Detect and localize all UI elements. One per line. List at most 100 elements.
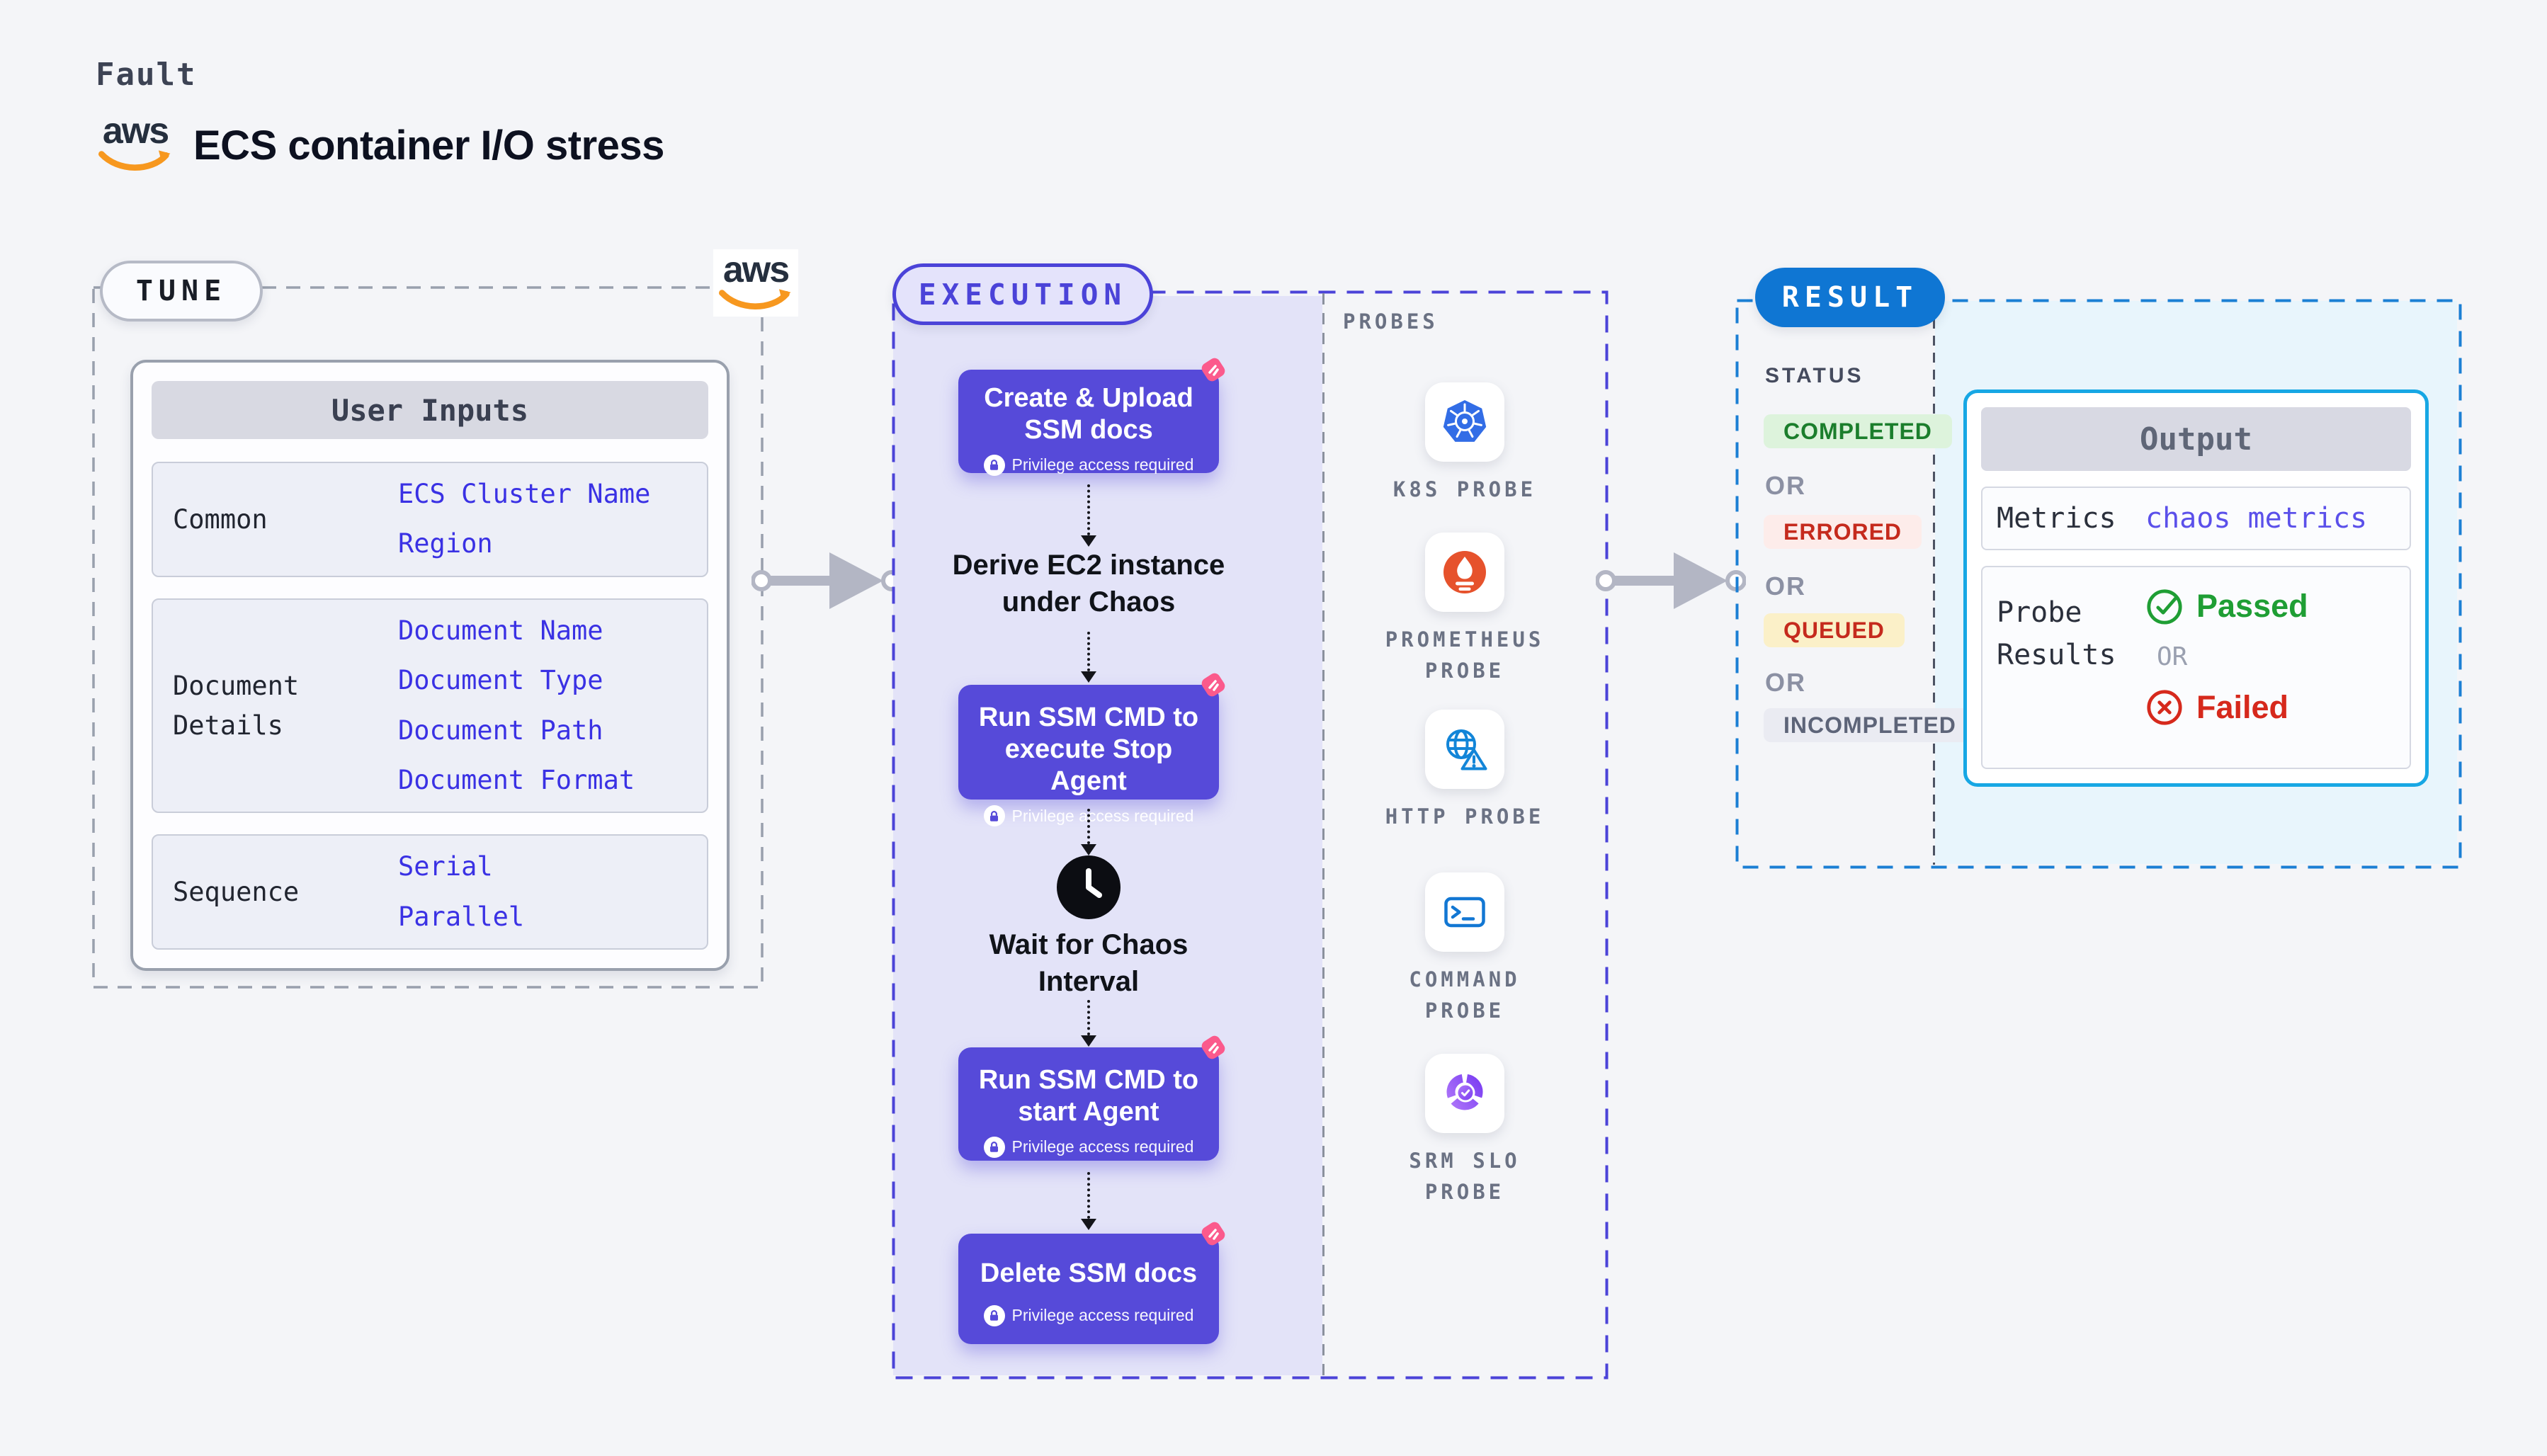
lock-icon [983,1304,1005,1326]
flow-arrow-down [1081,484,1096,547]
row-value: Region [398,528,493,559]
execution-to-result-arrow [1596,552,1746,609]
output-header: Output [1981,407,2411,471]
page-title: ECS container I/O stress [193,123,664,169]
flow-arrow-down [1081,809,1096,855]
flow-arrow-down [1081,1000,1096,1047]
prometheus-icon [1425,533,1504,612]
check-circle-icon [2147,589,2182,625]
probe-label: COMMAND PROBE [1409,967,1521,1023]
privilege-badge: Privilege access required [958,1304,1219,1326]
chaos-step-icon [1201,673,1225,697]
x-circle-icon [2147,690,2182,725]
probe-prometheus: PROMETHEUS PROBE [1344,533,1585,686]
table-row-common: Common ECS Cluster Name Region [152,462,708,577]
chaos-step-icon [1201,1035,1225,1059]
probes-heading: PROBES [1343,309,1439,334]
table-row-document-details: Document Details Document Name Document … [152,598,708,814]
probe-label: HTTP PROBE [1385,804,1545,829]
passed-label: Passed [2196,588,2308,624]
privilege-label: Privilege access required [1011,806,1194,825]
row-value: Document Type [398,665,603,696]
probe-result-passed: Passed [2145,587,2308,625]
aws-smile-icon [719,289,791,309]
result-pill: RESULT [1755,268,1945,327]
row-value: Document Name [398,615,603,646]
step-run-ssm-cmd-start-agent: Run SSM CMD to start Agent Privilege acc… [958,1035,1225,1161]
or-separator: OR [1765,668,1806,697]
aws-wordmark: aws [102,110,169,152]
tune-pill: TUNE [100,261,263,322]
lock-icon [983,1136,1005,1158]
or-separator: OR [1765,471,1806,500]
privilege-label: Privilege access required [1011,1306,1194,1325]
step-title: Run SSM CMD to execute Stop Agent [978,703,1199,796]
probe-label: PROMETHEUS PROBE [1385,627,1545,683]
result-status-divider [1933,302,1935,865]
probe-label: K8S PROBE [1392,477,1537,501]
chaos-step-icon [1201,358,1225,382]
execution-probes-divider [1322,293,1324,1377]
step-run-ssm-cmd-stop-agent: Run SSM CMD to execute Stop Agent Privil… [958,673,1225,827]
execution-pill: EXECUTION [892,263,1153,325]
step-title: Run SSM CMD to start Agent [978,1065,1199,1127]
output-card: Output Metrics chaos metrics Probe Resul… [1963,389,2429,787]
probe-k8s: K8S PROBE [1344,382,1585,506]
output-row-metrics: Metrics chaos metrics [1981,487,2411,550]
step-title: Delete SSM docs [980,1258,1198,1288]
step-create-upload-ssm-docs: Create & Upload SSM docs Privilege acces… [958,358,1225,476]
user-inputs-header: User Inputs [152,381,708,439]
output-row-label: Metrics [1997,502,2116,535]
user-inputs-card: User Inputs Common ECS Cluster Name Regi… [130,360,730,972]
table-row-sequence: Sequence Serial Parallel [152,834,708,950]
status-badge-queued: QUEUED [1764,613,1905,647]
status-heading: STATUS [1765,364,1864,387]
chaos-step-icon [1201,1222,1225,1246]
aws-smile-icon [98,150,171,171]
slo-donut-icon [1425,1054,1504,1133]
output-row-probe-results: Probe Results Passed OR Faile [1981,566,2411,769]
terminal-icon [1425,872,1504,952]
output-row-label: Probe Results [1997,596,2116,671]
fault-kicker: Fault [96,57,197,93]
derive-ec2-label: Derive EC2 instance under Chaos [952,550,1225,618]
or-separator: OR [1765,571,1806,601]
clock-icon [1057,855,1121,919]
status-badge-errored: ERRORED [1764,515,1922,549]
probe-label: SRM SLO PROBE [1409,1149,1521,1204]
tune-aws-logo: aws [713,249,798,317]
privilege-label: Privilege access required [1011,1137,1194,1156]
kubernetes-icon [1425,382,1504,462]
probe-srm-slo: SRM SLO PROBE [1344,1054,1585,1207]
tune-to-execution-arrow [751,552,902,609]
aws-wordmark: aws [722,249,790,290]
privilege-badge: Privilege access required [958,1136,1219,1158]
status-badge-incompleted: INCOMPLETED [1764,708,1976,742]
probe-command: COMMAND PROBE [1344,872,1585,1026]
aws-logo: aws [94,110,176,174]
probe-result-failed: Failed [2145,688,2308,727]
privilege-badge: Privilege access required [958,805,1219,827]
output-row-value: chaos metrics [2145,502,2368,535]
row-label: Sequence [173,876,300,907]
wait-for-chaos-label: Wait for Chaos Interval [989,929,1189,997]
or-separator: OR [2157,642,2188,671]
lock-icon [983,454,1005,476]
row-label: Document Details [173,671,300,741]
row-value: ECS Cluster Name [398,479,651,509]
lock-icon [983,805,1005,827]
row-value: Serial [398,851,493,882]
privilege-label: Privilege access required [1011,455,1194,474]
status-badge-completed: COMPLETED [1764,414,1952,448]
http-globe-icon [1425,710,1504,789]
row-value: Document Path [398,715,603,746]
row-label: Common [173,504,268,535]
privilege-badge: Privilege access required [958,454,1219,476]
row-value: Document Format [398,764,635,795]
step-title: Create & Upload SSM docs [984,383,1193,445]
probe-http: HTTP PROBE [1344,710,1585,833]
row-value: Parallel [398,901,525,932]
flow-arrow-down [1081,1172,1096,1230]
flow-arrow-down [1081,632,1096,683]
